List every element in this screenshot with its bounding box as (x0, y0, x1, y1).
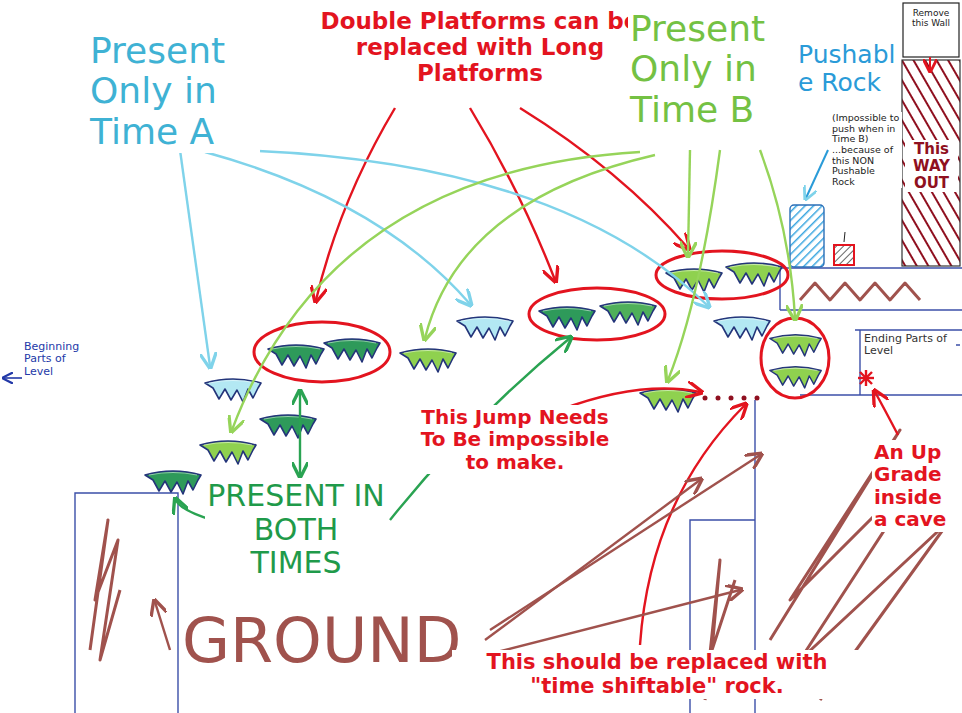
impossible-jump (716, 396, 721, 401)
wall (902, 3, 960, 266)
ground-outline (780, 309, 962, 310)
platforms (726, 263, 782, 286)
callout-arrows (640, 405, 745, 645)
callout-arrows (180, 150, 210, 366)
start-note: Beginning Parts of Level (22, 340, 96, 379)
wall (902, 60, 960, 266)
platforms (200, 441, 256, 464)
callout-arrows (688, 150, 690, 255)
wall (929, 57, 931, 70)
impossible-jump (729, 396, 734, 401)
platforms (324, 339, 380, 362)
platforms (770, 367, 821, 388)
callout-arrows (490, 455, 760, 630)
rock-detail-note: (Impossible to push when in Time B) ...b… (830, 112, 902, 188)
callout-arrows (235, 150, 708, 306)
double-platform-rings (529, 288, 665, 340)
impossible-jump (703, 396, 708, 401)
callout-arrows (205, 152, 470, 304)
platforms (145, 471, 201, 494)
rocks (790, 205, 824, 267)
platforms (260, 415, 316, 438)
rock-note: Pushable Rock (796, 40, 900, 98)
platforms (666, 269, 722, 292)
asterisk (860, 372, 872, 384)
rocks (834, 245, 854, 265)
callout-arrows (4, 108, 898, 655)
impossible-jump (703, 396, 760, 401)
callout-arrows (485, 590, 740, 655)
callout-arrows (4, 377, 22, 379)
asterisk (858, 370, 874, 386)
callout-arrows (485, 480, 700, 640)
ground-outline (779, 268, 780, 310)
wall (903, 3, 959, 57)
platforms (600, 302, 656, 325)
ground-outline (75, 268, 962, 713)
platforms (457, 317, 513, 340)
both-times-note: PRESENT IN BOTH TIMES (205, 478, 387, 581)
callout-arrows (232, 152, 640, 430)
double-platform-rings (254, 322, 390, 382)
ground-outline (859, 330, 860, 395)
ground-outline (75, 493, 178, 713)
cave-note: An Up Grade inside a cave (872, 440, 956, 532)
platforms (539, 307, 595, 330)
double-platform-rings (254, 251, 829, 398)
ground-scribble (90, 283, 950, 700)
platforms (770, 335, 821, 356)
jump-note: This Jump Needs To Be impossible to make… (415, 405, 615, 474)
end-note: Ending Parts of Level (862, 332, 956, 359)
impossible-jump (755, 396, 760, 401)
ground-label: GROUND (180, 605, 480, 676)
rocks (844, 232, 845, 242)
callout-arrows (299, 392, 301, 475)
rocks (806, 150, 828, 198)
rock-swap-note: This should be replaced with "time shift… (452, 650, 862, 699)
callout-arrows (425, 155, 655, 338)
time-a-note: Present Only in Time A (88, 30, 260, 153)
callout-arrows (316, 108, 395, 300)
platforms (714, 317, 770, 340)
asterisk (860, 372, 872, 384)
exit-note: This WAY OUT (905, 140, 958, 192)
time-b-note: Present Only in Time B (628, 8, 793, 131)
double-platform-rings (761, 318, 829, 398)
ground-outline (800, 394, 962, 395)
callout-arrows (155, 602, 170, 650)
impossible-jump (742, 396, 747, 401)
ground-scribble (90, 520, 120, 660)
double-platform-rings (656, 251, 788, 299)
callout-arrows (668, 150, 720, 380)
platforms (640, 389, 696, 412)
wall-note: Remove this Wall (905, 7, 957, 29)
callout-arrows (875, 392, 898, 435)
callout-arrows (760, 150, 795, 318)
ground-scribble (800, 283, 920, 300)
platform-note: Double Platforms can be replaced with Lo… (300, 8, 660, 87)
platforms (400, 349, 456, 372)
platforms (268, 345, 324, 368)
